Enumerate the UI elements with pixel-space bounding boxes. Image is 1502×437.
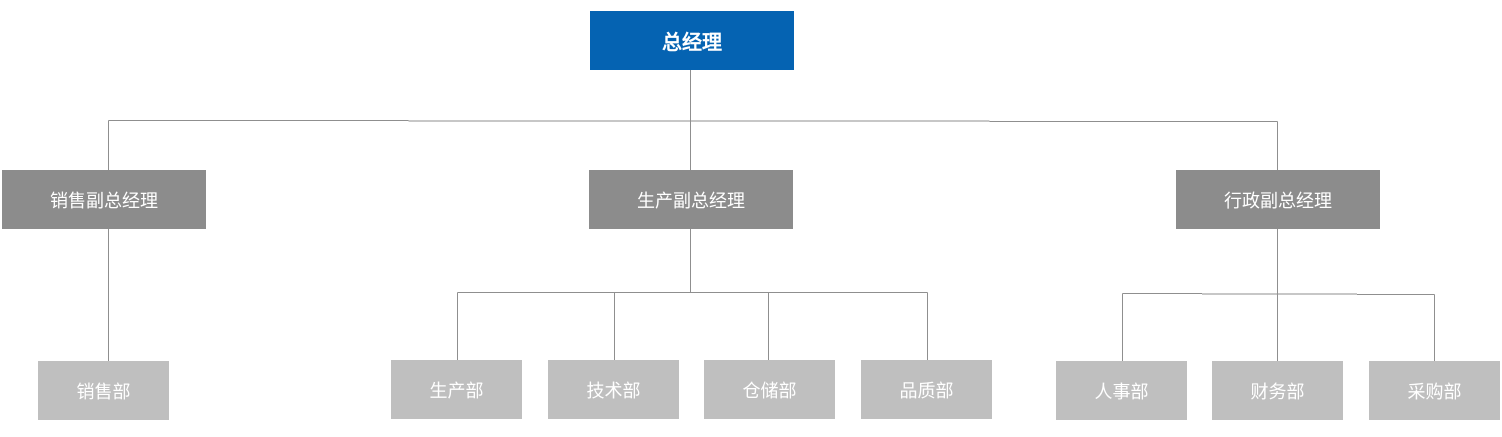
node-dept-hr: 人事部 [1056, 361, 1187, 420]
node-vp-sales: 销售副总经理 [2, 170, 206, 229]
node-dept-quality-label: 品质部 [899, 380, 954, 402]
node-dept-warehouse-label: 仓储部 [742, 380, 797, 402]
node-dept-purchasing-label: 采购部 [1407, 381, 1462, 403]
connector-admin-bus [1122, 293, 1435, 295]
node-dept-technology: 技术部 [548, 360, 679, 419]
node-dept-technology-label: 技术部 [586, 380, 641, 402]
node-dept-quality: 品质部 [861, 360, 992, 419]
node-dept-sales-label: 销售部 [76, 381, 131, 403]
node-dept-warehouse: 仓储部 [704, 360, 835, 419]
node-general-manager: 总经理 [590, 11, 794, 70]
node-vp-sales-label: 销售副总经理 [50, 190, 158, 212]
node-vp-production-label: 生产副总经理 [637, 190, 745, 212]
node-dept-production-label: 生产部 [429, 380, 484, 402]
node-dept-finance: 财务部 [1212, 361, 1343, 420]
node-dept-sales: 销售部 [38, 361, 169, 420]
node-dept-hr-label: 人事部 [1094, 381, 1149, 403]
node-dept-production: 生产部 [391, 360, 522, 419]
node-vp-administration: 行政副总经理 [1176, 170, 1380, 229]
node-dept-finance-label: 财务部 [1250, 381, 1305, 403]
node-dept-purchasing: 采购部 [1369, 361, 1500, 420]
connector-vp-bus [108, 120, 1278, 122]
node-vp-production: 生产副总经理 [589, 170, 793, 229]
node-vp-administration-label: 行政副总经理 [1224, 190, 1332, 212]
node-general-manager-label: 总经理 [662, 30, 722, 54]
